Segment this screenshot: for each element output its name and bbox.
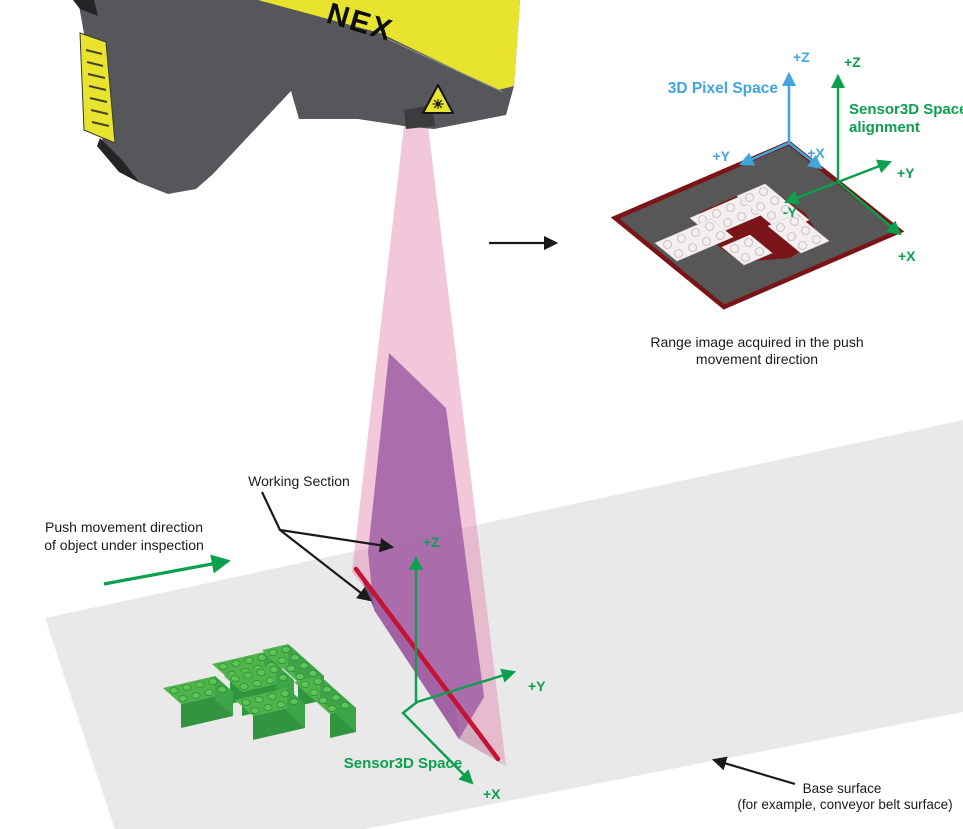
push-direction-label-2: of object under inspection (44, 537, 204, 553)
pixel-axis-y-label: +Y (712, 148, 730, 164)
camera-base-strip (97, 138, 140, 183)
alignment-axes: +Z +Y -Y +X Sensor3D Space alignment (783, 54, 963, 264)
axis-z-label: +Z (423, 534, 440, 550)
camera-yellow-panel (258, 0, 520, 90)
laser-warning-triangle-icon (422, 84, 454, 114)
pixel-axis-x-label: +X (807, 145, 825, 161)
working-section-arrow-2 (279, 529, 372, 602)
pixel-axis-z-label: +Z (793, 49, 810, 65)
align-axis-x-label: +X (898, 248, 916, 264)
camera-top-left-edge (73, 0, 98, 16)
base-surface (45, 420, 963, 829)
working-section-plane (368, 353, 484, 739)
range-brick-silhouette (721, 234, 773, 266)
pixel-axis-y-line (739, 141, 790, 166)
align-axis-ny-line (783, 180, 839, 205)
base-surface-label-2: (for example, conveyor belt surface) (737, 797, 952, 812)
align-axis-y-line (837, 159, 893, 184)
axis-y-line (416, 668, 517, 704)
push-direction-label-1: Push movement direction (45, 519, 203, 535)
inset-caption-1: Range image acquired in the push (650, 334, 863, 350)
laser-fan-below-surface (455, 703, 506, 766)
working-section-annotation: Working Section (248, 473, 395, 602)
laser-line (353, 566, 501, 762)
base-surface-annotation: Base surface (for example, conveyor belt… (711, 756, 953, 812)
axis-x-line (401, 701, 474, 785)
range-image-inset: +Z +Y +X 3D Pixel Space +Z +Y -Y +X Sens… (610, 49, 963, 367)
align-axis-ny-label: -Y (783, 204, 798, 220)
alignment-label-2: alignment (849, 119, 920, 136)
base-surface-arrow (711, 756, 796, 786)
lego-bricks (163, 644, 356, 740)
camera-side-label-text-lines (85, 49, 110, 127)
pixel-space-axes: +Z +Y +X 3D Pixel Space (668, 49, 825, 170)
align-axis-x-line (837, 181, 902, 236)
range-brick-silhouette (767, 213, 830, 254)
base-surface-label-1: Base surface (803, 781, 882, 796)
lego-brick (235, 688, 305, 740)
pixel-axis-x-line (788, 141, 823, 170)
sensor3d-space-label: Sensor3D Space (344, 755, 462, 772)
align-axis-z-label: +Z (844, 54, 861, 70)
inset-caption-2: movement direction (696, 351, 818, 367)
lego-brick (163, 676, 233, 728)
camera-ridge-line (380, 35, 504, 93)
align-axis-y-label: +Y (897, 165, 915, 181)
working-section-label: Working Section (248, 473, 350, 489)
camera: NEX (73, 0, 520, 194)
axis-x-label: +X (483, 786, 501, 802)
push-direction-arrow (103, 554, 231, 586)
lego-brick (294, 676, 356, 738)
axis-y-label: +Y (528, 678, 546, 694)
range-brick-silhouette (654, 218, 734, 262)
pixel-space-label: 3D Pixel Space (668, 80, 779, 97)
alignment-label-1: Sensor3D Space (849, 101, 963, 118)
push-direction-annotation: Push movement direction of object under … (44, 519, 231, 586)
sensor3d-axes: +Z +Y +X Sensor3D Space (344, 534, 546, 802)
